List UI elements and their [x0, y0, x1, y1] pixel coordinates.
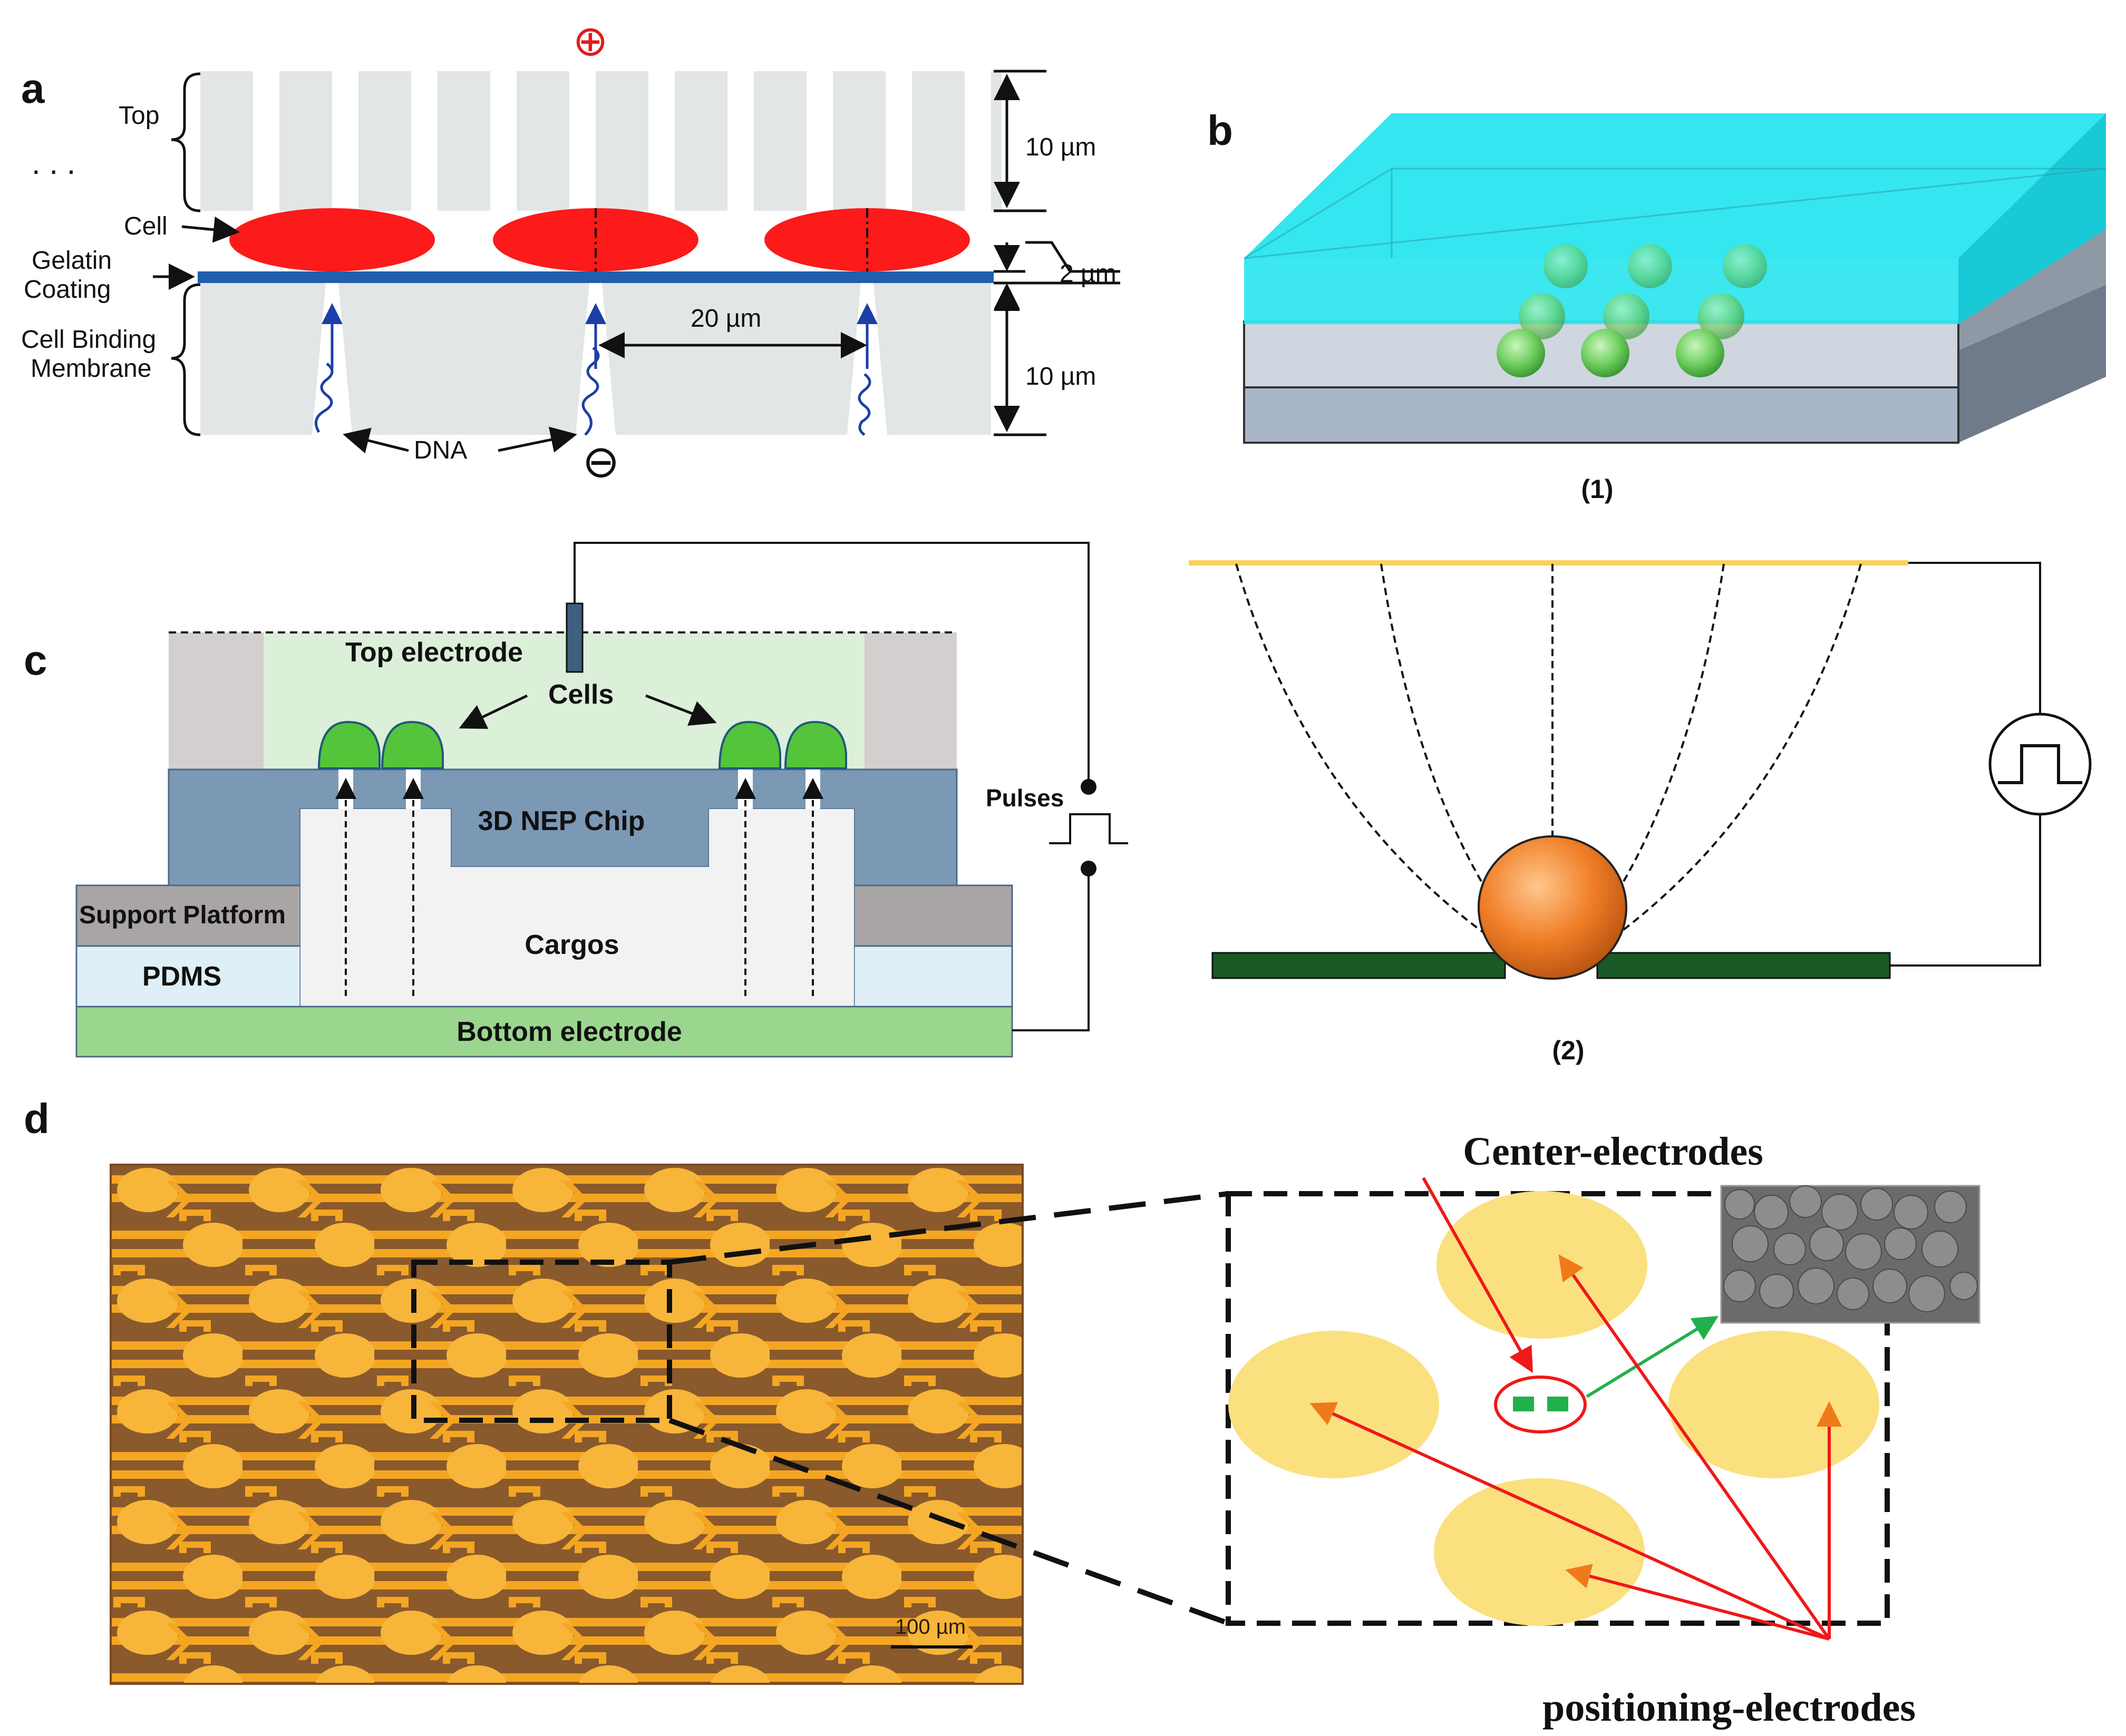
- cells-arrow-left: [459, 694, 528, 729]
- label-positioning-electrodes: positioning-electrodes: [1542, 1685, 1916, 1730]
- support-platform-left: [75, 884, 302, 947]
- positioning-arrows: [1309, 1254, 1842, 1641]
- caption-1: (1): [1581, 474, 1613, 504]
- c-circuit-wires: [574, 542, 1128, 1031]
- square-pulse-icon: [1998, 744, 2082, 784]
- bottom-electrode: [75, 1006, 1013, 1058]
- dna-arrow-right: [498, 426, 577, 453]
- panel-c-letter: c: [24, 637, 47, 684]
- dim-gap: 2 µm: [1060, 260, 1117, 288]
- gelatin-coating: [198, 271, 994, 283]
- terminal-bottom: [1081, 861, 1096, 876]
- label-membrane-1: Cell Binding: [21, 326, 156, 354]
- cells-c: [317, 720, 847, 769]
- panel-a-ellipsis: . . .: [32, 145, 75, 181]
- label-cell: Cell: [124, 212, 168, 240]
- cargo-reservoir: [300, 809, 854, 1007]
- membrane-brace: [171, 283, 201, 436]
- bottom-electrode-left: [1211, 952, 1506, 979]
- bottom-electrode-right: [1596, 952, 1891, 979]
- top-pillars: [200, 71, 1002, 211]
- center-electrodes-arrow: [1422, 1177, 1533, 1373]
- sem-arrow: [1586, 1315, 1719, 1398]
- cell-3: [764, 208, 970, 271]
- dna-arrow-left: [343, 427, 409, 454]
- cell-1: [229, 208, 435, 271]
- support-platform-right: [853, 884, 1013, 947]
- dim-bottom: 10 µm: [1025, 363, 1096, 391]
- label-top-electrode: Top electrode: [345, 637, 523, 668]
- positioning-pad-left: [1228, 1331, 1439, 1478]
- center-electrode-highlight: [1494, 1376, 1587, 1433]
- top-electrode-probe: [566, 602, 584, 673]
- electrode-array-micrograph: [111, 1165, 1023, 1684]
- beads: [1497, 244, 1767, 377]
- zoom-line-top: [669, 1191, 1229, 1265]
- positive-electrode-icon: ⊕: [572, 16, 608, 65]
- positioning-pad-bottom: [1434, 1478, 1645, 1626]
- panel-a-letter: a: [21, 65, 45, 112]
- label-dna: DNA: [414, 436, 467, 464]
- label-bottom-electrode: Bottom electrode: [457, 1017, 682, 1047]
- particle: [1478, 835, 1627, 980]
- zoom-line-bottom: [668, 1418, 1229, 1626]
- circuit-wires: [1890, 562, 2041, 967]
- membrane-pores: [312, 283, 887, 435]
- cell-arrow: [181, 216, 240, 243]
- micrograph-border: [110, 1164, 1024, 1685]
- chamber-wall-left: [169, 632, 264, 769]
- nano-channels: [335, 769, 823, 996]
- dna-strands: [314, 347, 871, 436]
- top-brace: [171, 72, 201, 212]
- panel-b-letter: b: [1207, 107, 1233, 154]
- cell-2: [493, 208, 698, 271]
- dim-pitch: 20 µm: [691, 305, 761, 333]
- label-gelatin-2: Coating: [24, 276, 111, 304]
- caption-2: (2): [1552, 1036, 1584, 1065]
- label-membrane-2: Membrane: [31, 355, 151, 383]
- pulse-generator: [1988, 713, 2092, 816]
- negative-electrode-icon: ⊖: [582, 436, 619, 488]
- layered-chip-3d: [1243, 113, 2106, 444]
- dim-top: 10 µm: [1025, 133, 1096, 161]
- dimension-lines: [598, 70, 1120, 436]
- label-top: Top: [119, 102, 159, 130]
- center-electrode-left: [1513, 1397, 1534, 1411]
- label-cargos: Cargos: [525, 930, 619, 960]
- positioning-pad-right: [1668, 1331, 1879, 1478]
- label-support: Support Platform: [79, 901, 286, 929]
- scale-bar-label: 100 µm: [895, 1615, 966, 1639]
- panel-d-letter: d: [24, 1095, 50, 1142]
- terminal-top: [1081, 779, 1096, 795]
- label-cells: Cells: [548, 679, 614, 710]
- cells-arrow-right: [645, 694, 717, 726]
- zoom-region: [411, 1260, 672, 1423]
- label-center-electrodes: Center-electrodes: [1463, 1129, 1763, 1174]
- positioning-pad-top: [1436, 1191, 1647, 1339]
- label-chip: 3D NEP Chip: [478, 806, 645, 836]
- label-pdms: PDMS: [142, 961, 221, 992]
- pdms-left: [75, 945, 302, 1008]
- sem-texture: [1723, 1185, 1978, 1312]
- pdms-right: [853, 945, 1013, 1008]
- label-gelatin-1: Gelatin: [32, 247, 112, 275]
- label-pulses: Pulses: [986, 784, 1064, 812]
- chamber-wall-right: [865, 632, 957, 769]
- center-electrode-right: [1547, 1397, 1568, 1411]
